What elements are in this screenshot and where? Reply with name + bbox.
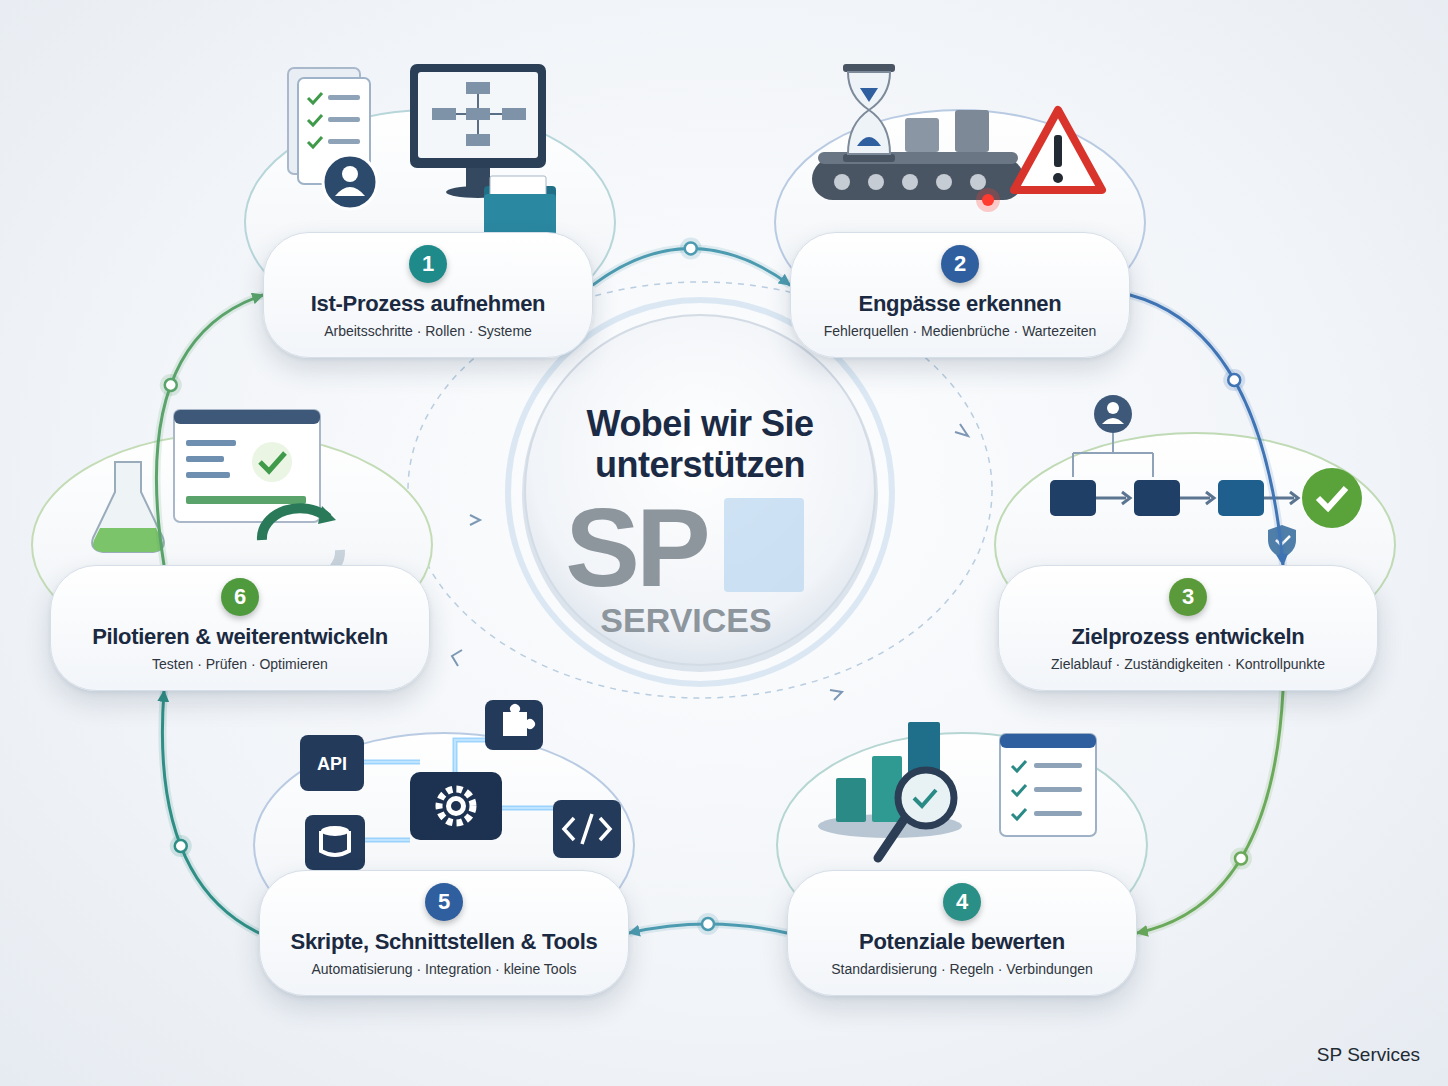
process-step: 2Engpässe erkennenFehlerquellen · Medien…: [790, 232, 1130, 358]
target-process-icons: [1050, 395, 1362, 558]
watermark: SERVICES: [600, 603, 771, 637]
connector-dot: [175, 840, 187, 852]
connector-dot-glow: [680, 237, 702, 259]
connector-dot-glow: [160, 374, 182, 396]
process-step: 6Pilotieren & weiterentwickelnTesten · P…: [50, 565, 430, 691]
process-step: 1Ist-Prozess aufnehmenArbeitsschritte · …: [263, 232, 593, 358]
step-title: Ist-Prozess aufnehmen: [311, 291, 546, 317]
step-details: Arbeitsschritte · Rollen · Systeme: [324, 323, 532, 339]
cycle-connector: [162, 691, 259, 933]
step-details: Testen · Prüfen · Optimieren: [152, 656, 328, 672]
process-step: 3Zielprozess entwickelnZielablauf · Zust…: [998, 565, 1378, 691]
connector-dot: [1235, 853, 1247, 865]
step-number: 5: [425, 883, 463, 921]
connector-glow: [162, 691, 259, 933]
connector-dot: [1228, 374, 1240, 386]
step-number: 6: [221, 578, 259, 616]
icon-label: API: [317, 755, 347, 773]
step-title: Pilotieren & weiterentwickeln: [92, 624, 388, 650]
connector-glow: [156, 295, 263, 565]
connector-glow: [1130, 295, 1283, 565]
potential-icons: [818, 722, 1096, 858]
caption: SP Services: [1317, 1044, 1420, 1066]
pilot-icons: [92, 410, 340, 584]
process-step: 5Skripte, Schnittstellen & ToolsAutomati…: [259, 870, 629, 996]
step-title: Zielprozess entwickeln: [1071, 624, 1304, 650]
connector-glow: [1137, 691, 1283, 933]
step-details: Automatisierung · Integration · kleine T…: [311, 961, 576, 977]
integration-icons: [300, 700, 621, 870]
connector-dot: [165, 379, 177, 391]
connector-dot-glow: [1230, 848, 1252, 870]
step-title: Potenziale bewerten: [859, 929, 1065, 955]
step-number: 1: [409, 245, 447, 283]
step-number: 2: [941, 245, 979, 283]
process-icons: [288, 64, 556, 238]
cycle-connector: [156, 295, 263, 565]
step-title: Skripte, Schnittstellen & Tools: [291, 929, 598, 955]
connector-dot-glow: [697, 913, 719, 935]
cycle-connector: [1137, 691, 1283, 933]
process-step: 4Potenziale bewertenStandardisierung · R…: [787, 870, 1137, 996]
center-title: Wobei wir Sie unterstützen: [540, 403, 860, 485]
platform: [32, 110, 1395, 957]
connector-dot: [702, 918, 714, 930]
step-number: 4: [943, 883, 981, 921]
step-details: Standardisierung · Regeln · Verbindungen: [831, 961, 1093, 977]
connector-dot-glow: [1223, 369, 1245, 391]
connector-dot: [685, 242, 697, 254]
watermark: SP: [565, 492, 706, 604]
cycle-connector: [1130, 295, 1283, 565]
connector-dot-glow: [170, 835, 192, 857]
step-title: Engpässe erkennen: [859, 291, 1062, 317]
step-details: Fehlerquellen · Medienbrüche · Wartezeit…: [824, 323, 1097, 339]
bottleneck-icons: [812, 64, 1102, 212]
step-number: 3: [1169, 578, 1207, 616]
step-details: Zielablauf · Zuständigkeiten · Kontrollp…: [1051, 656, 1325, 672]
